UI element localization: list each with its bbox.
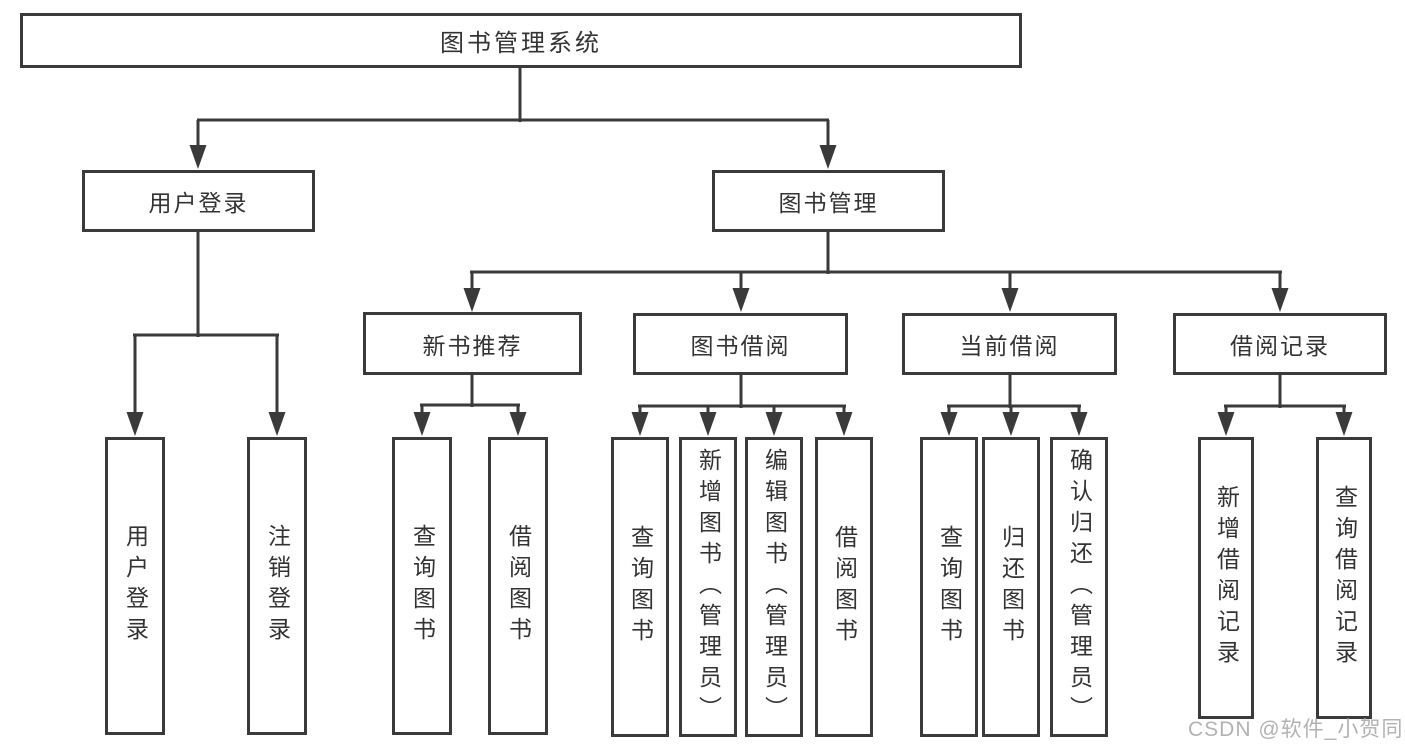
arrowhead-down-icon xyxy=(1070,412,1088,436)
node-new-book-recommend: 新书推荐 xyxy=(363,312,582,375)
arrowhead-down-icon xyxy=(819,145,837,169)
leaf-query-books-current: 查询图书 xyxy=(920,437,978,737)
node-new-book-recommend-label: 新书推荐 xyxy=(422,332,523,359)
node-book-management-label: 图书管理 xyxy=(778,190,879,216)
leaf-query-borrow-record: 查询借阅记录 xyxy=(1316,437,1372,719)
leaf-confirm-return-admin: 确认归还（管理员） xyxy=(1050,437,1108,737)
node-user-login: 用户登录 xyxy=(82,170,315,232)
arrowhead-down-icon xyxy=(835,412,853,436)
arrowhead-down-icon xyxy=(1217,412,1235,436)
leaf-confirm-return-admin-label: 确认归还（管理员） xyxy=(1066,447,1093,727)
leaf-user-login: 用户登录 xyxy=(105,437,165,735)
leaf-query-books-borrowing-label: 查询图书 xyxy=(627,525,654,649)
leaf-borrow-books-recommend: 借阅图书 xyxy=(488,437,548,735)
leaf-add-borrow-record: 新增借阅记录 xyxy=(1198,437,1254,719)
leaf-borrow-books-recommend-label: 借阅图书 xyxy=(505,524,532,648)
leaf-edit-books-admin-label: 编辑图书（管理员） xyxy=(761,447,788,727)
arrowhead-down-icon xyxy=(509,412,527,436)
leaf-logout-label: 注销登录 xyxy=(264,524,291,648)
arrowhead-down-icon xyxy=(732,288,750,312)
leaf-borrow-books: 借阅图书 xyxy=(815,437,873,737)
node-borrow-records-label: 借阅记录 xyxy=(1230,333,1330,359)
leaf-add-borrow-record-label: 新增借阅记录 xyxy=(1213,485,1240,671)
node-book-management: 图书管理 xyxy=(712,170,945,232)
node-current-borrowing-label: 当前借阅 xyxy=(959,333,1060,359)
node-current-borrowing: 当前借阅 xyxy=(902,313,1117,375)
node-book-borrowing-label: 图书借阅 xyxy=(690,333,791,359)
leaf-query-books-borrowing: 查询图书 xyxy=(611,437,669,737)
leaf-edit-books-admin: 编辑图书（管理员） xyxy=(745,437,803,737)
arrowhead-down-icon xyxy=(413,412,431,436)
arrowhead-down-icon xyxy=(126,412,144,436)
leaf-query-books-recommend: 查询图书 xyxy=(392,437,452,735)
node-user-login-label: 用户登录 xyxy=(148,190,249,216)
leaf-return-books-label: 归还图书 xyxy=(998,525,1025,649)
arrowhead-down-icon xyxy=(463,288,481,312)
arrowhead-down-icon xyxy=(1002,412,1020,436)
arrowhead-down-icon xyxy=(1335,412,1353,436)
leaf-query-books-current-label: 查询图书 xyxy=(936,525,963,649)
arrowhead-down-icon xyxy=(699,412,717,436)
node-root: 图书管理系统 xyxy=(20,13,1022,68)
watermark: CSDN @软件_小贺同学 xyxy=(1188,718,1405,741)
leaf-return-books: 归还图书 xyxy=(982,437,1040,737)
leaf-add-books-admin: 新增图书（管理员） xyxy=(679,437,737,737)
arrowhead-down-icon xyxy=(765,412,783,436)
leaf-user-login-label: 用户登录 xyxy=(122,524,149,648)
arrowhead-down-icon xyxy=(268,412,286,436)
arrowhead-down-icon xyxy=(189,145,207,169)
arrowhead-down-icon xyxy=(1271,288,1289,312)
leaf-query-books-recommend-label: 查询图书 xyxy=(409,524,436,648)
leaf-logout: 注销登录 xyxy=(247,437,307,735)
leaf-add-books-admin-label: 新增图书（管理员） xyxy=(695,447,722,727)
node-book-borrowing: 图书借阅 xyxy=(633,313,848,375)
arrowhead-down-icon xyxy=(940,412,958,436)
leaf-query-borrow-record-label: 查询借阅记录 xyxy=(1331,485,1358,671)
arrowhead-down-icon xyxy=(631,412,649,436)
leaf-borrow-books-label: 借阅图书 xyxy=(831,525,858,649)
arrowhead-down-icon xyxy=(1001,288,1019,312)
node-root-label: 图书管理系统 xyxy=(440,30,602,57)
node-borrow-records: 借阅记录 xyxy=(1173,313,1387,375)
